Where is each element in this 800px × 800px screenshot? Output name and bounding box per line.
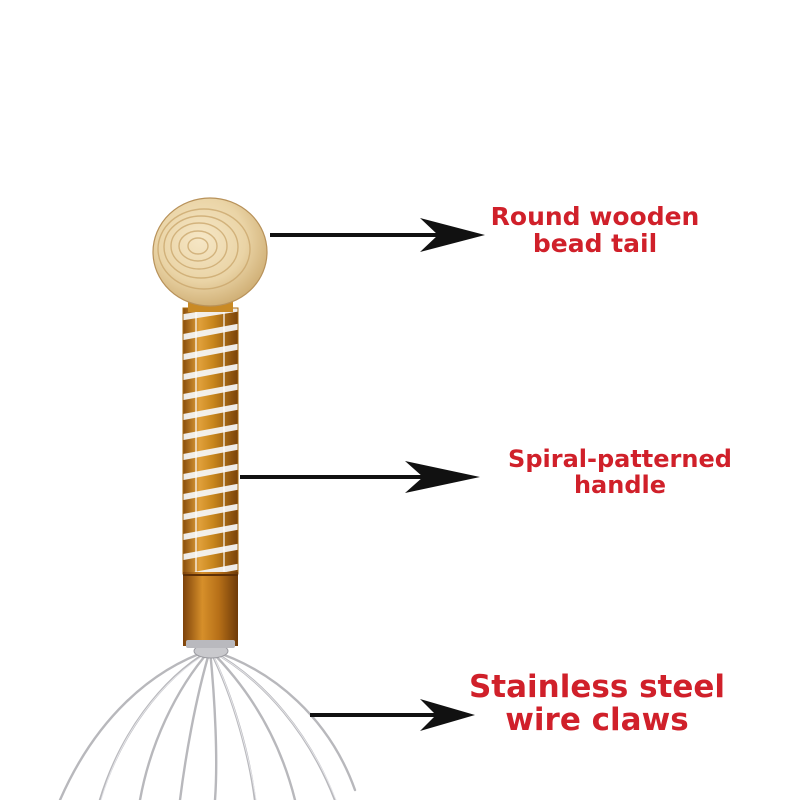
label-bead-line-1: Round wooden	[490, 202, 700, 231]
handle-collar	[183, 572, 238, 648]
arrow-handle	[240, 461, 480, 493]
arrow-claws	[310, 699, 475, 731]
label-wire-claws: Stainless steel wire claws	[462, 669, 732, 739]
label-claws-line-2: wire claws	[505, 702, 689, 739]
label-spiral-handle: Spiral-patterned handle	[490, 445, 750, 499]
label-bead-line-2: bead tail	[532, 229, 658, 258]
label-bead-tail: Round wooden bead tail	[470, 203, 720, 257]
label-handle-line-1: Spiral-patterned	[508, 445, 732, 473]
wire-claws	[58, 648, 357, 800]
wooden-bead	[152, 197, 268, 307]
label-handle-line-2: handle	[573, 470, 667, 499]
arrow-bead	[270, 218, 485, 252]
label-claws-line-1: Stainless steel	[468, 669, 726, 705]
spiral-handle	[182, 307, 239, 575]
